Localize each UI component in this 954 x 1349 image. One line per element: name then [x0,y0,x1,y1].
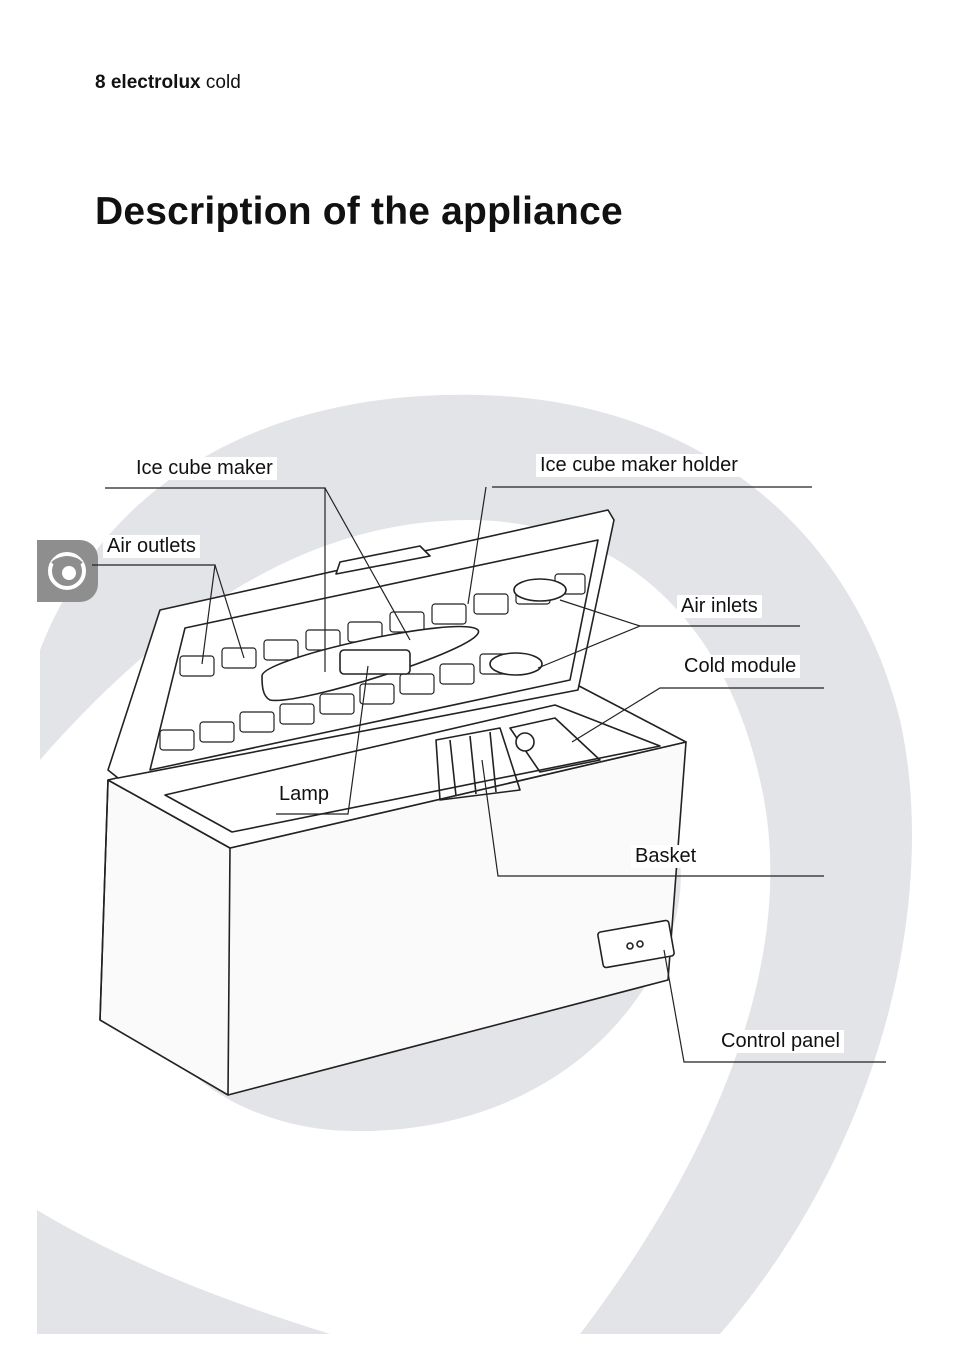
label-air-outlets: Air outlets [103,535,200,558]
label-basket: Basket [631,845,701,868]
page-header: 8 electrolux cold [95,72,241,94]
label-air-inlets: Air inlets [677,595,762,618]
label-ice-cube-maker: Ice cube maker [132,457,277,480]
electrolux-mark-icon [48,552,86,590]
label-ice-cube-maker-holder: Ice cube maker holder [536,454,742,477]
brand-name: electrolux [110,72,201,93]
label-lamp: Lamp [275,783,334,806]
label-cold-module: Cold module [680,655,801,678]
section-tab [37,540,98,602]
page-number: 8 [95,72,106,93]
section-name: cold [205,72,241,93]
label-control-panel: Control panel [717,1030,844,1053]
page-title: Description of the appliance [95,190,623,233]
